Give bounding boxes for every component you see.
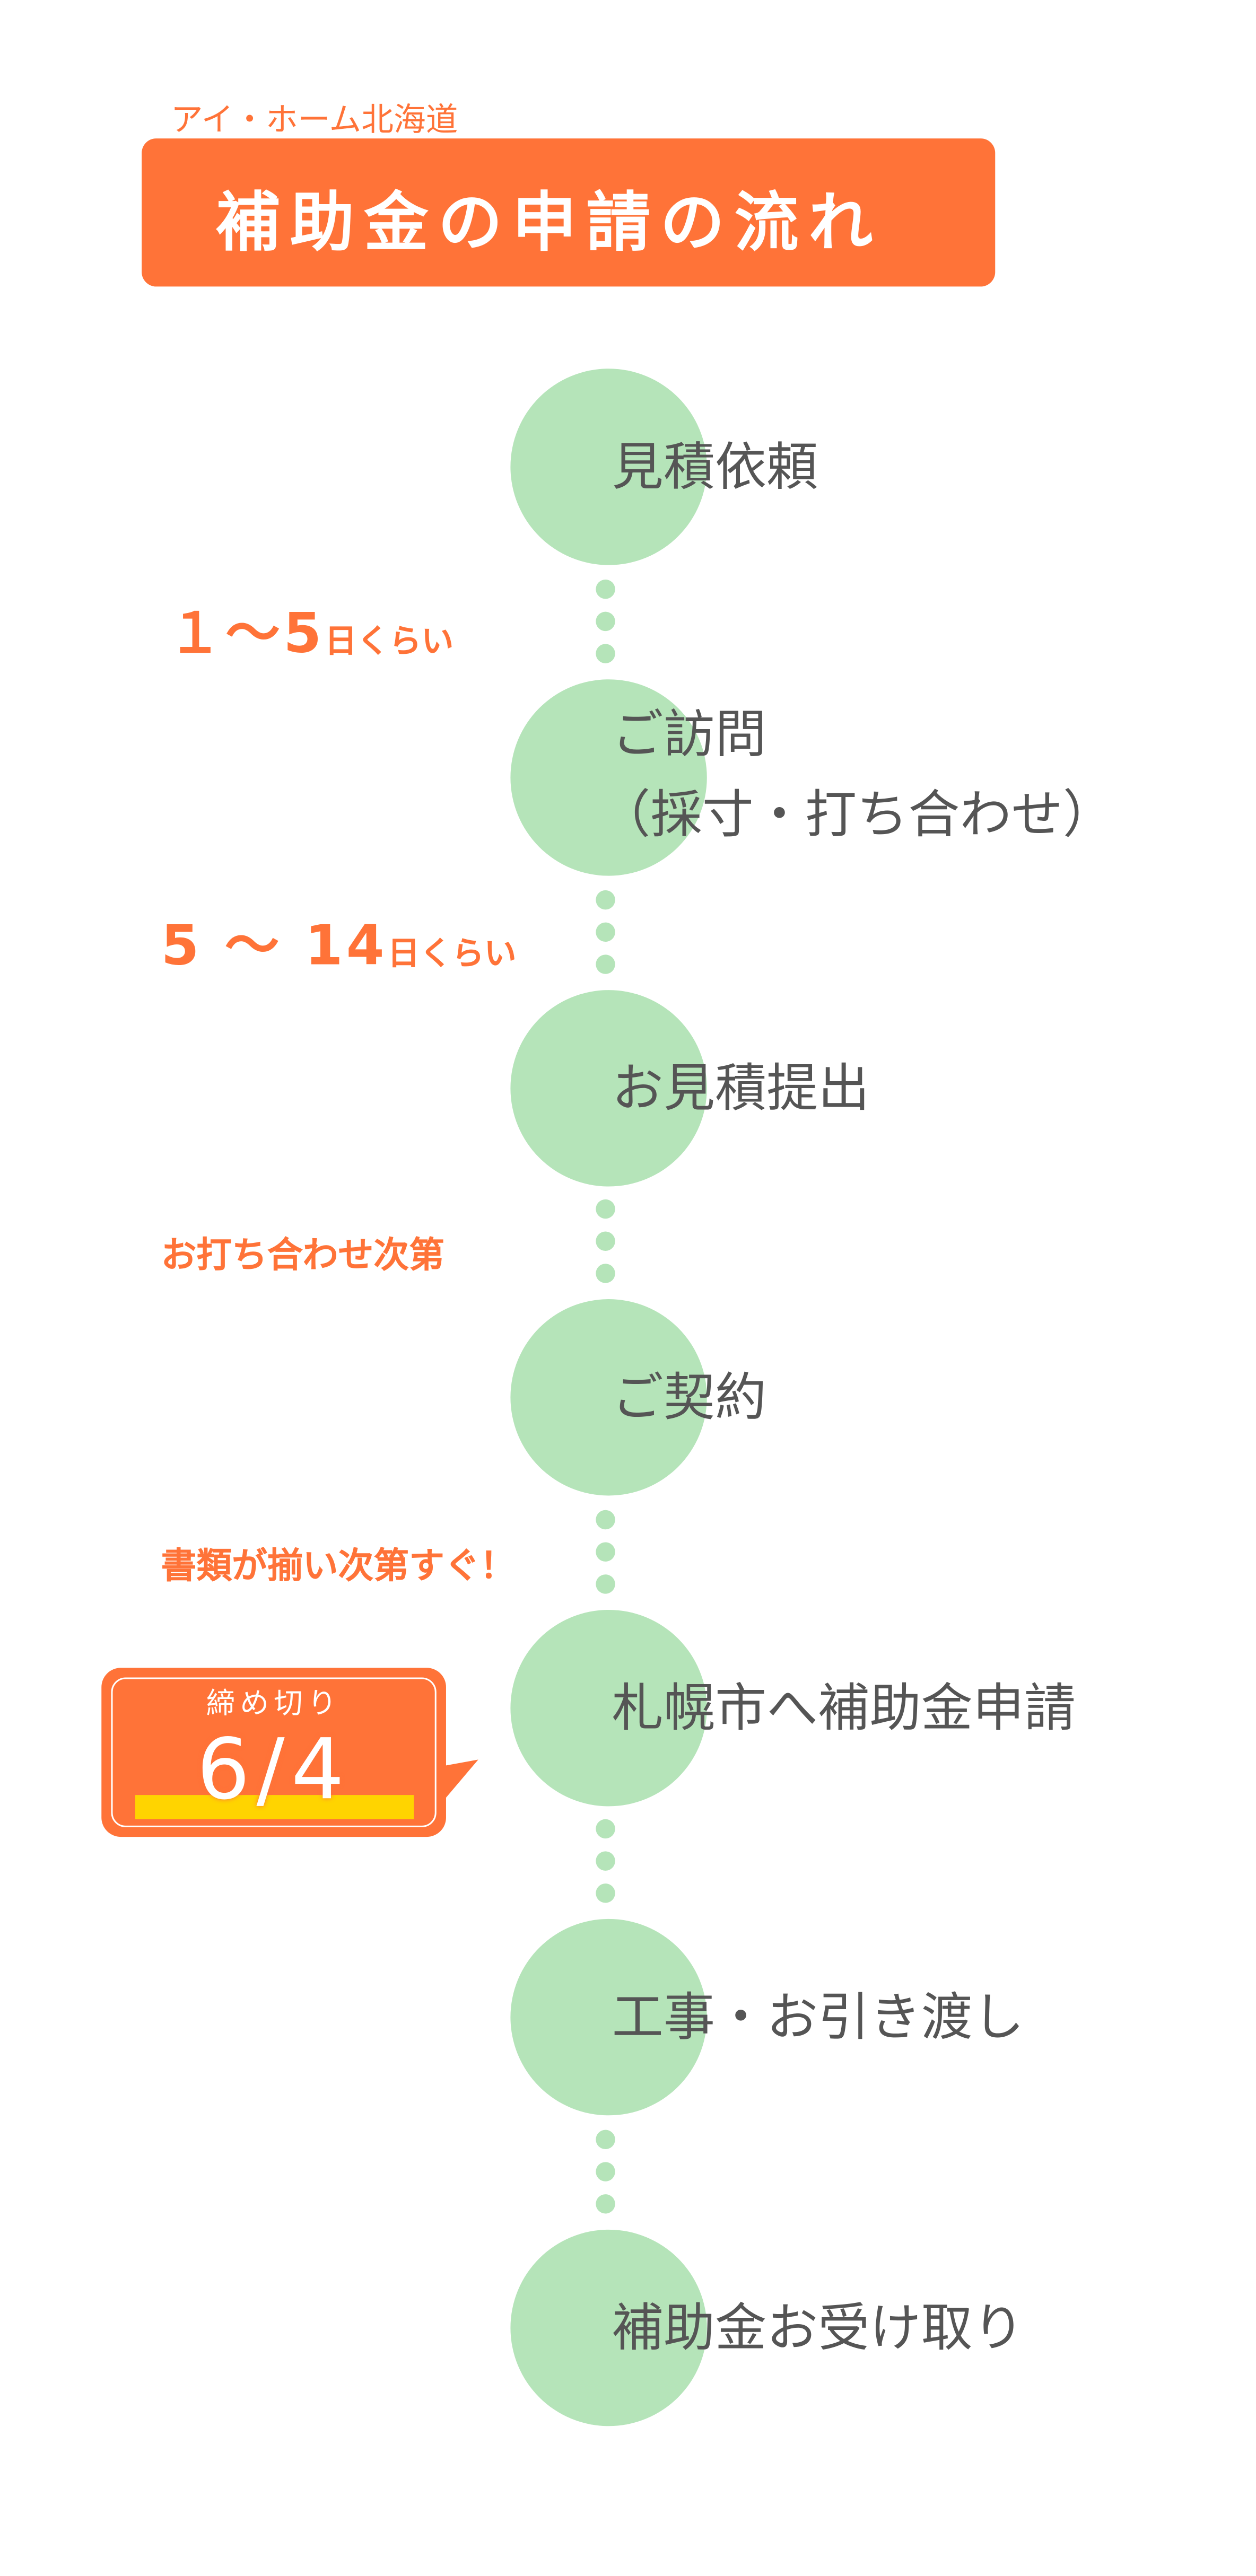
connector-dot bbox=[596, 1510, 615, 1530]
duration-unit: 日くらい bbox=[387, 933, 517, 972]
duration-value: １～5 bbox=[167, 602, 325, 667]
step-circle bbox=[510, 1610, 707, 1807]
connector-dot bbox=[596, 2194, 615, 2214]
connector-dot bbox=[596, 1542, 615, 1562]
connector-dot bbox=[596, 611, 615, 632]
step-label-detail: （採寸・打ち合わせ） bbox=[599, 784, 1114, 845]
callout-border bbox=[111, 1677, 437, 1827]
deadline-callout: 締め切り 6/4 bbox=[101, 1668, 446, 1837]
deadline-date: 6/4 bbox=[196, 1722, 351, 1819]
connector-dot bbox=[596, 1231, 615, 1251]
title-banner: 補助金の申請の流れ bbox=[142, 138, 996, 287]
duration-value: 5 ～ 14 bbox=[161, 914, 388, 979]
highlight-bar bbox=[135, 1795, 414, 1819]
callout-tail bbox=[442, 1753, 478, 1802]
step-label: 工事・お引き渡し bbox=[612, 1986, 1024, 2048]
duration-unit: 日くらい bbox=[325, 621, 454, 660]
page-title: 補助金の申請の流れ bbox=[215, 187, 883, 261]
duration-label: 5 ～ 14日くらい bbox=[161, 901, 517, 980]
connector-dot bbox=[596, 1199, 615, 1219]
step-circle bbox=[510, 1918, 707, 2116]
connector-dot bbox=[596, 1264, 615, 1283]
duration-label: １～5日くらい bbox=[168, 589, 453, 668]
step-circle bbox=[510, 2229, 707, 2426]
duration-note: 書類が揃い次第すぐ！ bbox=[161, 1547, 516, 1588]
connector-dot bbox=[596, 644, 615, 663]
connector-dot bbox=[596, 2130, 615, 2150]
deadline-label: 締め切り bbox=[206, 1687, 342, 1721]
step-label: 補助金お受け取り bbox=[612, 2297, 1024, 2359]
step-label: ご契約 bbox=[612, 1366, 767, 1428]
step-label: 札幌市へ補助金申請 bbox=[612, 1677, 1076, 1739]
connector-dot bbox=[596, 1851, 615, 1871]
step-circle bbox=[510, 679, 707, 876]
duration-note: お打ち合わせ次第 bbox=[161, 1236, 444, 1277]
connector-dot bbox=[596, 1819, 615, 1839]
connector-dot bbox=[596, 1883, 615, 1903]
step-circle bbox=[510, 1299, 707, 1496]
connector-dot bbox=[596, 579, 615, 599]
step-label: 見積依頼 bbox=[612, 436, 818, 498]
connector-dot bbox=[596, 2162, 615, 2181]
connector-dot bbox=[596, 1574, 615, 1594]
connector-dot bbox=[596, 922, 615, 942]
step-label: ご訪問 bbox=[612, 703, 767, 765]
company-name: アイ・ホーム北海道 bbox=[170, 100, 458, 139]
connector-dot bbox=[596, 890, 615, 910]
connector-dot bbox=[596, 954, 615, 974]
step-circle bbox=[510, 990, 707, 1187]
step-circle bbox=[510, 369, 707, 565]
step-label: お見積提出 bbox=[612, 1057, 870, 1119]
